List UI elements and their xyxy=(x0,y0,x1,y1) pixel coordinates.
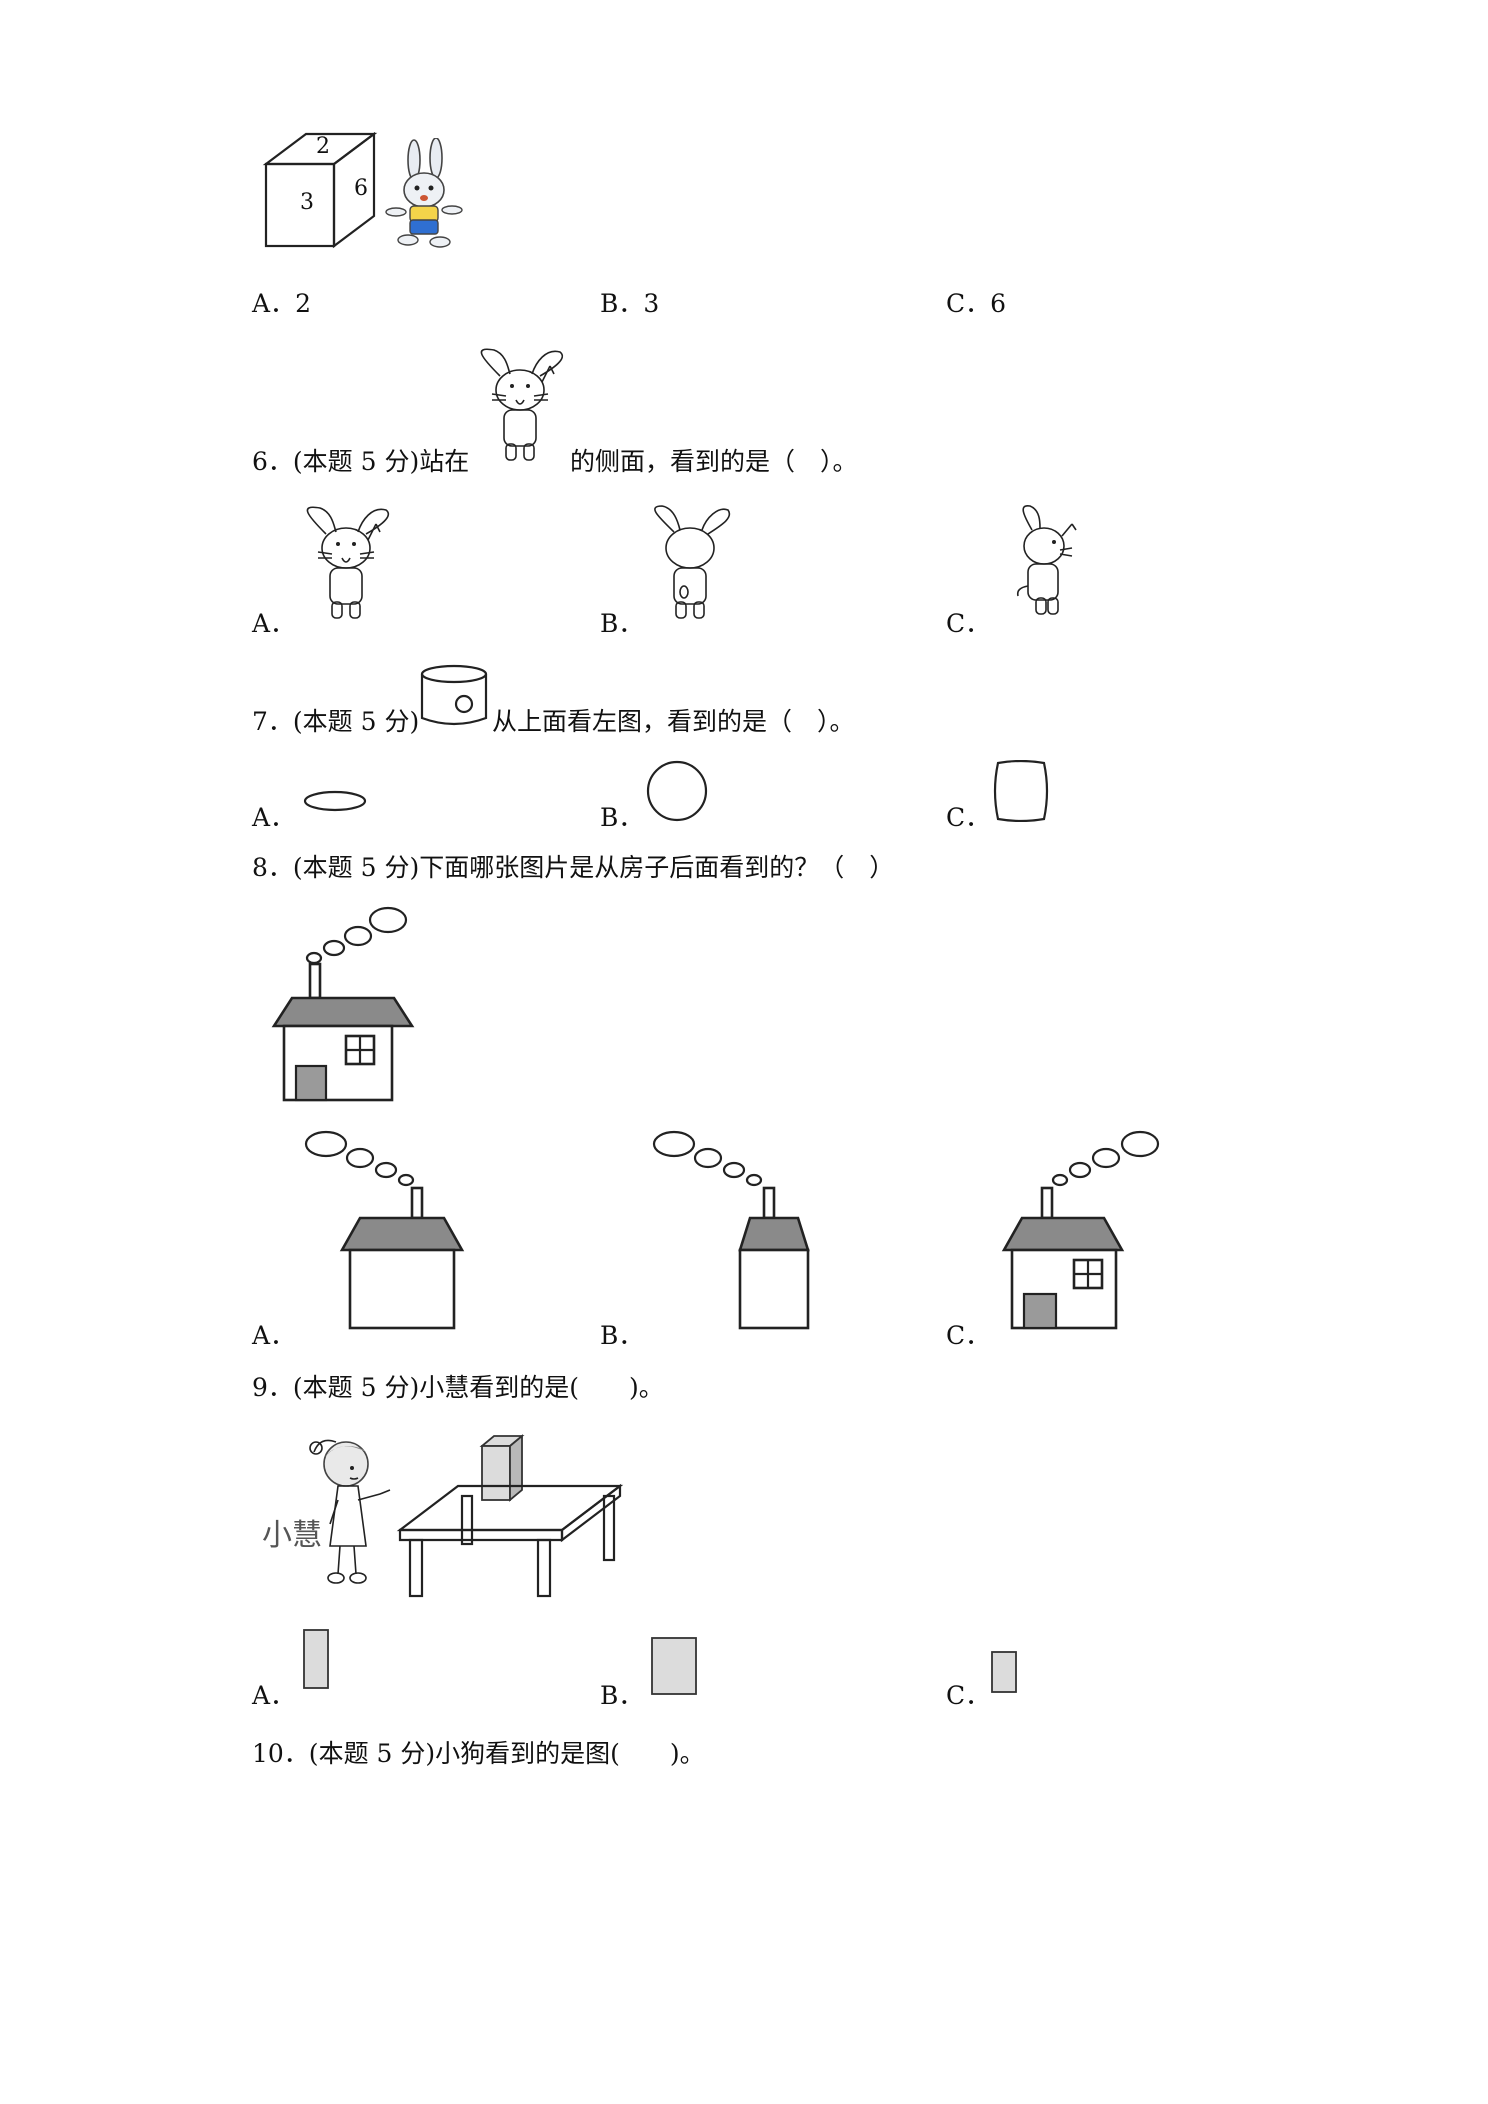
q6-option-a[interactable]: A． xyxy=(252,609,296,638)
rabbit-back-view-icon xyxy=(640,496,740,624)
option-letter: C． xyxy=(946,289,991,318)
q6-option-c[interactable]: C． xyxy=(946,609,991,638)
q9-option-b[interactable]: B． xyxy=(600,1681,644,1710)
rabbit-front-view-icon xyxy=(296,496,396,624)
q7-option-b[interactable]: B． xyxy=(600,803,644,832)
q7-option-a[interactable]: A． xyxy=(252,803,296,832)
question-8-text: 8．(本题 5 分)下面哪张图片是从房子后面看到的？（ ） xyxy=(252,853,895,882)
house-side-view-b xyxy=(652,1128,822,1334)
option-letter: B． xyxy=(600,289,644,318)
q5-option-a[interactable]: A．2 xyxy=(252,284,311,320)
rounded-rectangle-shape xyxy=(988,760,1054,822)
question-10-text: 10．(本题 5 分)小狗看到的是图( )。 xyxy=(252,1739,705,1768)
q7-text-before: 7．(本题 5 分) xyxy=(252,707,420,736)
q6-text-before: 6．(本题 5 分)站在 xyxy=(252,447,470,476)
question-6-text: 6．(本题 5 分)站在 xyxy=(252,442,469,478)
house-front-view-c xyxy=(998,1128,1168,1334)
rabbit-front-icon xyxy=(470,338,570,466)
rabbit-cartoon-icon xyxy=(384,138,464,248)
house-back-view-a xyxy=(300,1128,470,1334)
q6-option-b[interactable]: B． xyxy=(600,609,644,638)
house-reference-figure xyxy=(270,904,440,1104)
q7-option-c[interactable]: C． xyxy=(946,803,991,832)
rabbit-side-view-icon xyxy=(988,496,1088,624)
question-7-text: 7．(本题 5 分) xyxy=(252,702,419,738)
q7-text-after: 从上面看左图，看到的是（ ）。 xyxy=(492,707,855,736)
q9-option-c[interactable]: C． xyxy=(946,1681,991,1710)
q8-option-a[interactable]: A． xyxy=(252,1321,296,1350)
flat-ellipse-shape xyxy=(302,788,368,814)
narrow-tall-rectangle-shape xyxy=(302,1628,330,1692)
q9-option-a[interactable]: A． xyxy=(252,1681,296,1710)
q8-option-c[interactable]: C． xyxy=(946,1321,991,1350)
cube-top-number: 2 xyxy=(316,134,330,159)
q5-option-c[interactable]: C．6 xyxy=(946,284,1006,320)
question-9-text: 9．(本题 5 分)小慧看到的是( )。 xyxy=(252,1373,664,1402)
cube-front-number: 3 xyxy=(300,190,314,215)
girl-name-label: 小慧 xyxy=(262,1518,322,1553)
option-letter: A． xyxy=(252,289,296,318)
q8-option-b[interactable]: B． xyxy=(600,1321,644,1350)
cube-figure xyxy=(262,132,462,252)
wide-rectangle-shape xyxy=(650,1636,700,1700)
girl-cartoon-icon xyxy=(300,1428,400,1592)
question-6-text-after: 的侧面，看到的是（ ）。 xyxy=(570,442,858,478)
q5-option-b[interactable]: B．3 xyxy=(600,284,659,320)
option-value: 6 xyxy=(990,289,1007,318)
option-value: 2 xyxy=(295,289,311,318)
q6-text-after: 的侧面，看到的是（ ）。 xyxy=(570,447,858,476)
table-with-box-figure xyxy=(396,1420,626,1600)
option-value: 3 xyxy=(643,289,660,318)
question-7-text-after: 从上面看左图，看到的是（ ）。 xyxy=(492,702,855,738)
circle-shape xyxy=(644,760,710,822)
cylinder-figure xyxy=(418,664,490,730)
cube-side-number: 6 xyxy=(354,176,368,201)
small-rectangle-shape xyxy=(990,1650,1020,1696)
